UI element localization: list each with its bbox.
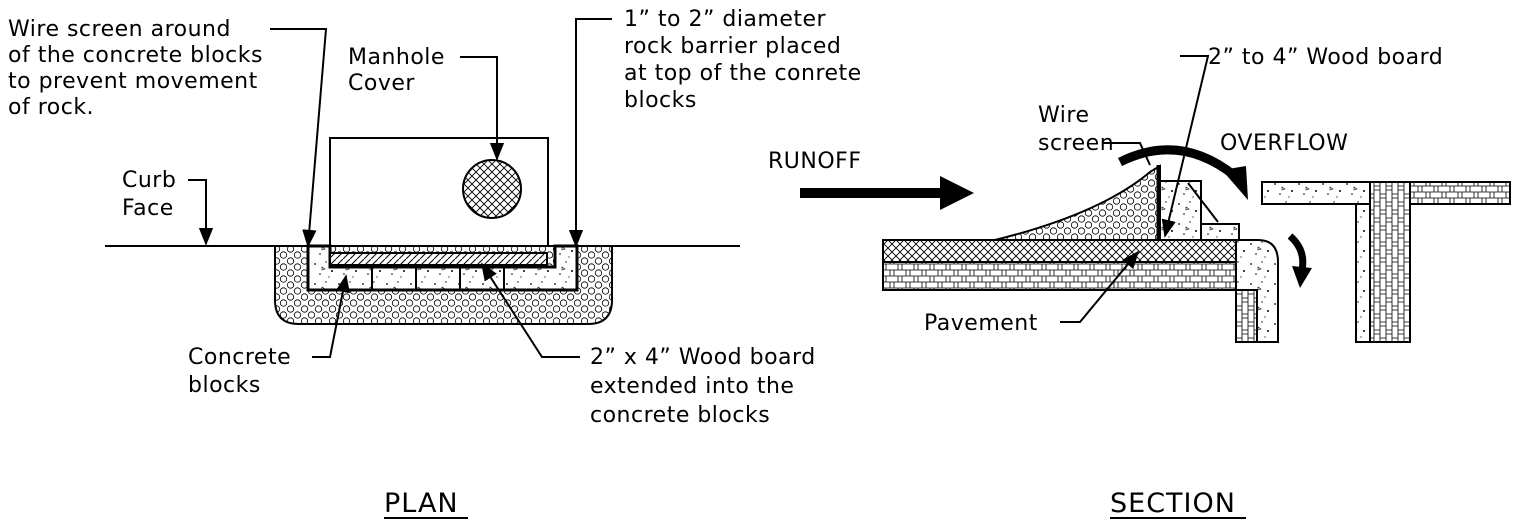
plan-title: PLAN [384, 488, 459, 519]
section-slab-brick [1409, 181, 1511, 205]
section-wire-leader [1102, 142, 1151, 166]
label-wire-screen: Wire screen around of the concrete block… [8, 17, 270, 120]
section-rock-barrier [994, 164, 1161, 241]
section-wood-board [1200, 223, 1240, 241]
section-board-tick [1187, 182, 1219, 223]
section-wall-brick [1369, 181, 1411, 343]
label-section-wood-board: 2” to 4” Wood board [1208, 45, 1443, 70]
label-section-wire-screen: Wire screen [1038, 103, 1114, 156]
section-title: SECTION [1110, 488, 1236, 519]
label-rock-barrier: 1” to 2” diameter rock barrier placed at… [624, 7, 869, 113]
drop-arrow-head [1292, 266, 1312, 288]
block-joints [371, 267, 505, 290]
label-overflow: OVERFLOW [1220, 131, 1348, 156]
label-curb-face: Curb Face [122, 168, 184, 221]
manhole-cover [462, 159, 522, 219]
gutter-brick [1235, 289, 1258, 343]
rock-barrier-leader [568, 18, 612, 248]
plan-wood-board-leader [481, 262, 580, 358]
label-runoff: RUNOFF [768, 149, 861, 174]
manhole-cover-leader [460, 56, 505, 161]
section-wood-leader [1161, 55, 1210, 238]
label-manhole-cover: Manhole Cover [348, 45, 452, 96]
section-wall-concrete [1355, 203, 1371, 343]
label-pavement: Pavement [924, 311, 1038, 336]
pavement-base [882, 261, 1237, 291]
overflow-arrow-head [1222, 166, 1248, 200]
pavement-surface [882, 239, 1256, 263]
label-plan-wood-board: 2” x 4” Wood board extended into the con… [590, 345, 823, 428]
plan-view: Wire screen around of the concrete block… [8, 7, 869, 519]
pavement-leader [1060, 250, 1140, 323]
overflow-arrow-shaft [1117, 145, 1238, 180]
label-concrete-blocks: Concrete blocks [188, 345, 299, 398]
plan-wood-board [329, 252, 548, 266]
drop-arrow-shaft [1287, 233, 1307, 271]
concrete-blocks-leader [312, 274, 350, 358]
curb-face-leader [188, 179, 214, 246]
section-view: 2” to 4” Wood board Wire screen OVERFLOW… [768, 45, 1511, 519]
wire-screen-leader [270, 28, 328, 248]
runoff-arrow [800, 176, 974, 210]
